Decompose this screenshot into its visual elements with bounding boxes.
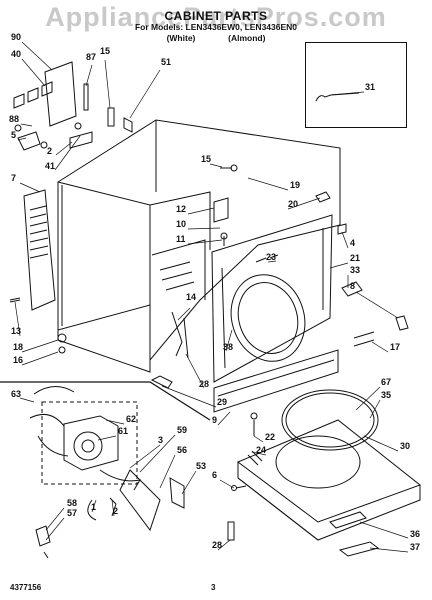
callout-61: 61: [118, 426, 129, 436]
callout-28: 28: [199, 379, 210, 389]
callout-3: 3: [158, 435, 164, 445]
base-and-drum-support: [237, 389, 422, 557]
color-variants: (White) (Almond): [0, 33, 432, 43]
front-panel: [211, 214, 333, 383]
small-hardware: [9, 164, 409, 541]
callout-2: 2: [113, 506, 119, 516]
callout-2: 2: [47, 146, 53, 156]
callout-16: 16: [13, 355, 24, 365]
callout-40: 40: [11, 49, 22, 59]
callout-20: 20: [288, 199, 299, 209]
footer-doc-number: 4377156: [10, 583, 42, 592]
callout-56: 56: [177, 445, 188, 455]
callout-1: 1: [91, 502, 97, 512]
callout-59: 59: [177, 425, 188, 435]
callout-19: 19: [290, 180, 301, 190]
callout-13: 13: [11, 326, 22, 336]
foot-pad-37: [338, 541, 380, 557]
footer-page-number: 3: [211, 583, 216, 592]
callout-24: 24: [256, 445, 267, 455]
callout-88: 88: [9, 114, 20, 124]
callout-63: 63: [11, 389, 22, 399]
callout-38: 38: [223, 342, 234, 352]
callout-41: 41: [45, 161, 56, 171]
models-line: For Models: LEN3436EW0, LEN3436EN0: [134, 22, 298, 32]
callout-90: 90: [11, 32, 22, 42]
callout-31: 31: [365, 82, 376, 92]
callout-29: 29: [217, 397, 228, 407]
callout-57: 57: [67, 508, 78, 518]
callout-15: 15: [201, 154, 212, 164]
callout-58: 58: [67, 498, 78, 508]
callout-62: 62: [126, 414, 137, 424]
callout-53: 53: [196, 461, 207, 471]
callout-33: 33: [350, 265, 361, 275]
callout-22: 22: [265, 432, 276, 442]
variant-white: (White): [166, 33, 196, 43]
callout-5: 5: [11, 130, 17, 140]
inset-box-part-31: [305, 42, 407, 128]
callout-87: 87: [86, 52, 97, 62]
callout-36: 36: [410, 529, 421, 539]
callout-17: 17: [390, 342, 401, 352]
callout-6: 6: [212, 470, 218, 480]
callout-12: 12: [176, 204, 187, 214]
top-left-bracket-parts: [13, 61, 133, 151]
motor-assembly-group: [0, 381, 211, 559]
callout-4: 4: [350, 238, 356, 248]
cabinet-body: [57, 119, 341, 373]
diagram-title: CABINET PARTS: [164, 9, 268, 23]
part-31-clip: [315, 92, 360, 102]
callout-37: 37: [410, 542, 421, 552]
toe-panel: [213, 349, 339, 413]
callout-8: 8: [350, 281, 356, 291]
callout-67: 67: [381, 377, 392, 387]
callout-23: 23: [266, 252, 277, 262]
callout-9: 9: [212, 415, 218, 425]
leader-lines: [14, 41, 409, 553]
callout-21: 21: [350, 253, 361, 263]
callout-30: 30: [400, 441, 411, 451]
callout-10: 10: [176, 219, 187, 229]
callout-7: 7: [11, 173, 17, 183]
callout-11: 11: [176, 234, 186, 244]
variant-almond: (Almond): [228, 33, 266, 43]
callout-28: 28: [212, 540, 223, 550]
callout-51: 51: [161, 57, 172, 67]
watermark: AppliancePartsPros.com: [45, 2, 387, 32]
callout-35: 35: [381, 390, 392, 400]
callout-18: 18: [13, 342, 24, 352]
callout-15: 15: [100, 46, 111, 56]
left-side-panel: [23, 189, 56, 311]
callout-14: 14: [186, 292, 197, 302]
